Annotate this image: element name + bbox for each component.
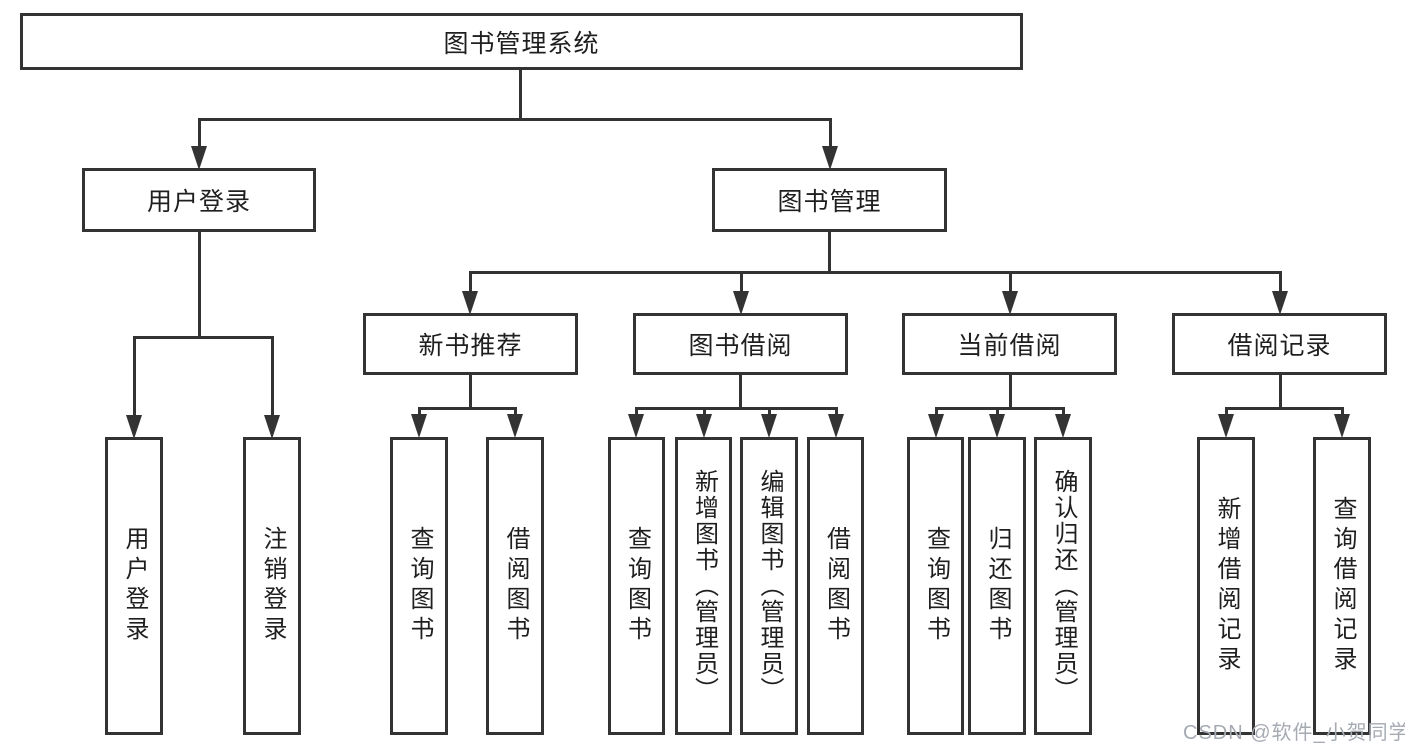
node-current-borrowing: 当前借阅 — [902, 313, 1117, 375]
line-v — [1062, 407, 1065, 417]
node-user-login: 用户登录 — [82, 168, 316, 232]
leaf-logout-login-label: 注销登录 — [259, 526, 286, 646]
arrow-down-icon — [696, 414, 712, 438]
arrow-down-icon — [126, 415, 142, 439]
line-v — [418, 407, 421, 417]
node-book-borrowing: 图书借阅 — [633, 313, 848, 375]
line-v — [1341, 407, 1344, 417]
arrow-down-icon — [507, 414, 523, 438]
arrow-down-icon — [411, 414, 427, 438]
leaf-query-books-current-label: 查询图书 — [922, 526, 950, 646]
line-v — [740, 271, 743, 293]
line-v — [519, 70, 522, 118]
node-root-system-label: 图书管理系统 — [443, 29, 600, 58]
line-v — [198, 232, 201, 336]
arrow-down-icon — [191, 146, 207, 170]
leaf-confirm-return-admin-label: 确认归还（管理员） — [1050, 469, 1077, 703]
node-current-borrowing-label: 当前借阅 — [957, 332, 1062, 360]
line-v — [469, 271, 472, 293]
leaf-edit-book-admin-label: 编辑图书（管理员） — [756, 469, 783, 703]
line-v — [635, 407, 638, 417]
arrow-down-icon — [1334, 414, 1350, 438]
leaf-add-borrow-record-label: 新增借阅记录 — [1213, 496, 1240, 676]
line-v — [768, 407, 771, 417]
line-v — [1279, 271, 1282, 293]
node-book-management: 图书管理 — [712, 168, 947, 232]
line-v — [996, 407, 999, 417]
line-h — [418, 407, 516, 410]
line-v — [739, 375, 742, 407]
leaf-query-borrow-record: 查询借阅记录 — [1313, 437, 1371, 735]
line-v — [514, 407, 517, 417]
line-v — [1225, 407, 1228, 417]
leaf-add-book-admin-label: 新增图书（管理员） — [690, 469, 718, 703]
node-new-book-recommend: 新书推荐 — [363, 313, 578, 375]
line-v — [829, 118, 832, 148]
leaf-query-books-recommend-label: 查询图书 — [406, 526, 433, 646]
arrow-down-icon — [1002, 291, 1018, 315]
leaf-return-book-label: 归还图书 — [984, 526, 1011, 646]
arrow-down-icon — [1272, 291, 1288, 315]
line-v — [469, 375, 472, 407]
leaf-logout-login: 注销登录 — [243, 437, 301, 735]
line-v — [1009, 375, 1012, 407]
leaf-borrow-books-label: 借阅图书 — [822, 526, 850, 646]
line-h — [198, 118, 832, 121]
line-v — [1009, 271, 1012, 293]
leaf-add-book-admin: 新增图书（管理员） — [675, 437, 732, 735]
line-v — [1279, 375, 1282, 407]
arrow-down-icon — [1055, 414, 1071, 438]
arrow-down-icon — [462, 291, 478, 315]
leaf-borrow-books: 借阅图书 — [807, 437, 864, 735]
line-v — [703, 407, 706, 417]
line-v — [935, 407, 938, 417]
leaf-query-borrow-record-label: 查询借阅记录 — [1329, 496, 1356, 676]
csdn-watermark: CSDN @软件_小贺同学 — [1183, 722, 1405, 744]
leaf-add-borrow-record: 新增借阅记录 — [1197, 437, 1255, 735]
line-v — [271, 336, 274, 416]
line-h — [469, 271, 1282, 274]
node-user-login-label: 用户登录 — [146, 188, 251, 216]
arrow-down-icon — [761, 414, 777, 438]
node-book-management-label: 图书管理 — [777, 188, 882, 216]
leaf-borrow-books-recommend-label: 借阅图书 — [502, 526, 529, 646]
line-v — [133, 336, 136, 416]
leaf-edit-book-admin: 编辑图书（管理员） — [740, 437, 798, 735]
node-borrow-records-label: 借阅记录 — [1227, 332, 1332, 360]
arrow-down-icon — [628, 414, 644, 438]
leaf-query-books-recommend: 查询图书 — [390, 437, 448, 735]
leaf-user-login: 用户登录 — [105, 437, 163, 735]
arrow-down-icon — [928, 414, 944, 438]
line-v — [198, 118, 201, 148]
arrow-down-icon — [733, 291, 749, 315]
arrow-down-icon — [828, 414, 844, 438]
node-root-system: 图书管理系统 — [20, 13, 1023, 70]
line-h — [635, 407, 837, 410]
arrow-down-icon — [1218, 414, 1234, 438]
leaf-query-books-borrowing-label: 查询图书 — [623, 526, 651, 646]
leaf-query-books-current: 查询图书 — [907, 437, 964, 735]
line-v — [835, 407, 838, 417]
arrow-down-icon — [989, 414, 1005, 438]
arrow-down-icon — [822, 146, 838, 170]
node-new-book-recommend-label: 新书推荐 — [418, 332, 523, 360]
line-h — [1225, 407, 1343, 410]
line-h — [133, 336, 273, 339]
line-v — [828, 232, 831, 271]
arrow-down-icon — [264, 415, 280, 439]
leaf-query-books-borrowing: 查询图书 — [608, 437, 665, 735]
leaf-return-book: 归还图书 — [968, 437, 1026, 735]
leaf-user-login-label: 用户登录 — [121, 526, 148, 646]
leaf-confirm-return-admin: 确认归还（管理员） — [1034, 437, 1092, 735]
line-h — [935, 407, 1064, 410]
node-book-borrowing-label: 图书借阅 — [688, 332, 793, 360]
leaf-borrow-books-recommend: 借阅图书 — [486, 437, 544, 735]
node-borrow-records: 借阅记录 — [1172, 313, 1387, 375]
